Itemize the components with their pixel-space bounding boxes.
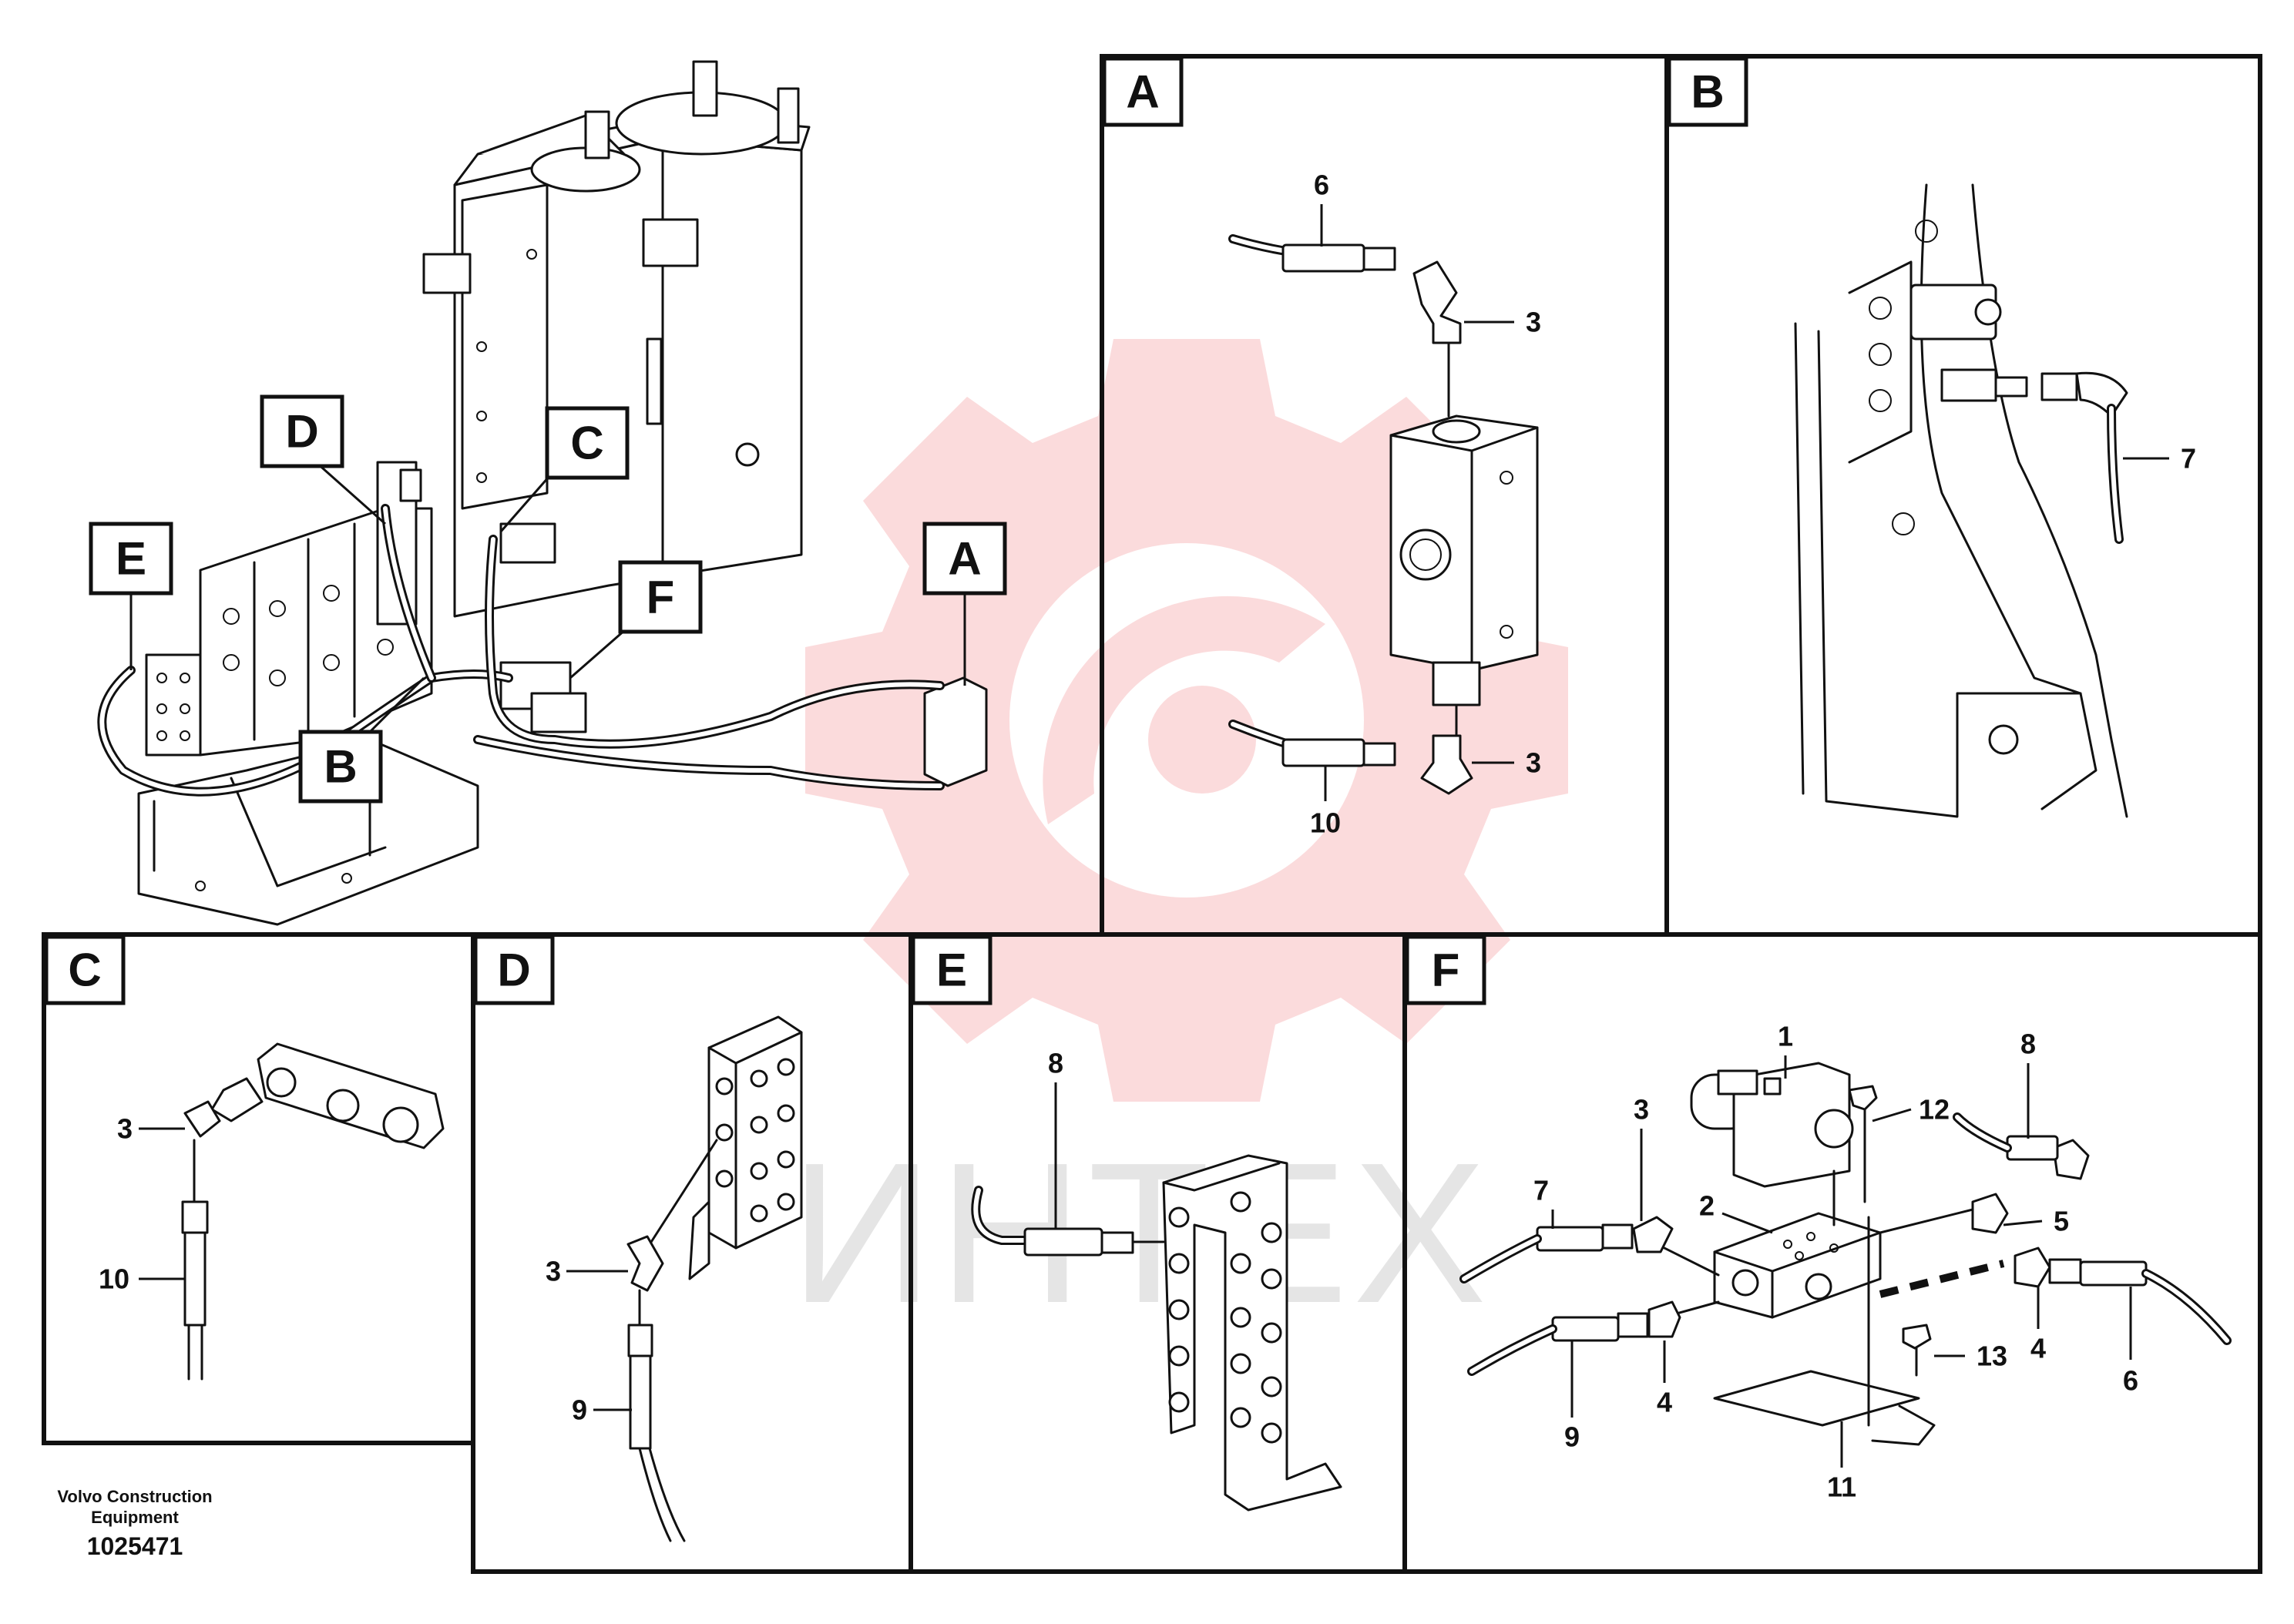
watermark-text: ИНТЕХ [790, 1122, 1491, 1345]
svg-text:7: 7 [2181, 443, 2196, 475]
company-name-line2: Equipment [91, 1508, 179, 1527]
panel-B-detail: 7 [1794, 183, 2196, 818]
svg-text:9: 9 [572, 1394, 587, 1426]
panel-B-frame [1664, 54, 2262, 937]
overview-tag-B[interactable]: B [298, 676, 425, 804]
svg-text:8: 8 [2020, 1028, 2036, 1060]
svg-text:3: 3 [1526, 307, 1541, 338]
svg-text:11: 11 [1827, 1471, 1856, 1503]
panel-label-F: F [1405, 934, 1486, 1005]
overview-tag-F[interactable]: F [569, 560, 703, 679]
svg-text:12: 12 [1919, 1094, 1950, 1126]
overview-assembly: A B C D E F [89, 60, 1007, 926]
svg-text:10: 10 [99, 1263, 129, 1295]
svg-text:4: 4 [1657, 1387, 1672, 1418]
svg-text:B: B [1691, 66, 1724, 118]
svg-text:D: D [285, 406, 318, 458]
svg-text:3: 3 [1634, 1094, 1649, 1126]
svg-text:6: 6 [1314, 169, 1329, 201]
svg-text:C: C [570, 418, 603, 469]
panel-label-E: E [911, 934, 992, 1005]
svg-text:A: A [1126, 66, 1159, 118]
control-valve [199, 461, 433, 757]
svg-text:B: B [324, 741, 357, 793]
svg-text:2: 2 [1699, 1190, 1715, 1222]
hydraulic-tank [422, 60, 811, 618]
panel-C-frame [42, 932, 475, 1445]
panel-C-detail: 3 10 [99, 1042, 445, 1381]
svg-text:D: D [497, 945, 530, 996]
panel-label-D: D [473, 934, 555, 1005]
svg-text:6: 6 [2123, 1365, 2138, 1397]
drawing-number: 1025471 [87, 1532, 183, 1560]
svg-text:E: E [116, 533, 146, 585]
svg-text:F: F [1432, 945, 1460, 996]
panel-F-frame [1402, 932, 2262, 1574]
svg-text:1: 1 [1778, 1021, 1793, 1052]
company-name-line1: Volvo Construction [57, 1487, 212, 1506]
svg-text:9: 9 [1564, 1421, 1580, 1453]
svg-text:3: 3 [546, 1256, 561, 1287]
svg-text:3: 3 [1526, 747, 1541, 779]
svg-text:4: 4 [2030, 1333, 2046, 1364]
panel-A-detail: 6 3 3 10 [1228, 169, 1541, 839]
svg-text:10: 10 [1310, 807, 1341, 839]
overview-tag-A[interactable]: A [922, 522, 1007, 686]
panel-label-C: C [44, 934, 126, 1005]
svg-text:A: A [948, 533, 981, 585]
svg-text:3: 3 [117, 1113, 133, 1145]
overview-tag-C[interactable]: C [499, 406, 630, 532]
panel-F-detail: 1 8 3 12 7 2 5 4 4 6 13 9 11 [1459, 1021, 2232, 1503]
svg-text:13: 13 [1977, 1340, 2007, 1372]
svg-text:E: E [936, 945, 967, 996]
footer-block: Volvo Construction Equipment 1025471 [57, 1487, 212, 1560]
svg-text:8: 8 [1048, 1048, 1063, 1079]
panel-D-detail: 3 9 [546, 1015, 803, 1542]
svg-text:F: F [647, 572, 675, 623]
overview-tag-E[interactable]: E [89, 522, 173, 670]
panel-E-detail: 8 [971, 1048, 1342, 1512]
svg-text:7: 7 [1533, 1175, 1549, 1206]
panel-label-A: A [1102, 56, 1184, 127]
panel-label-B: B [1667, 56, 1748, 127]
svg-text:5: 5 [2054, 1206, 2069, 1237]
svg-text:C: C [68, 945, 101, 996]
overview-tag-D[interactable]: D [260, 394, 386, 525]
